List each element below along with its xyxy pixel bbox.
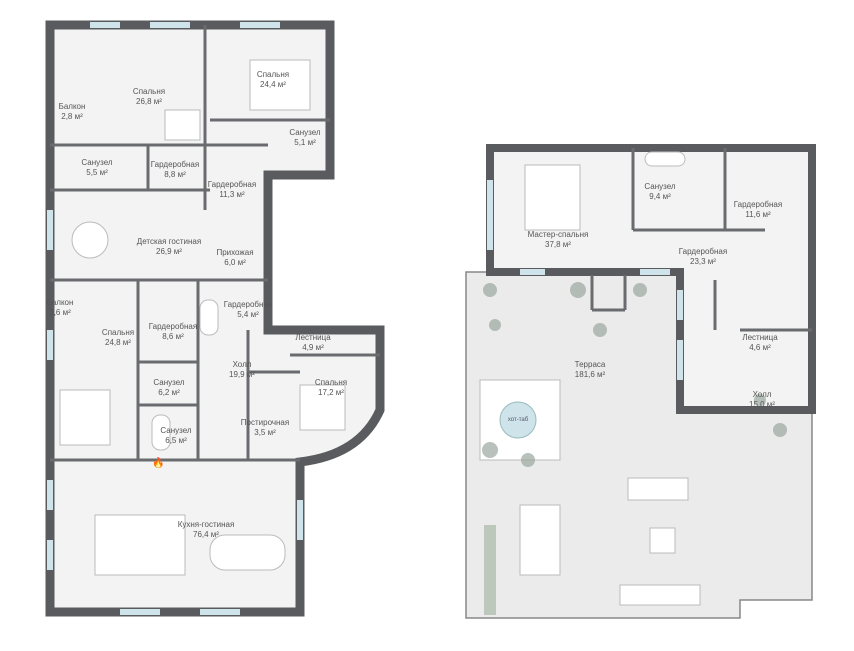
lower-furniture: [59, 59, 346, 576]
fireplace-icon: 🔥: [152, 456, 164, 469]
upper-floor-plan: [465, 144, 816, 619]
lower-windows: [47, 22, 303, 615]
lower-floor-plan: 🔥: [45, 20, 385, 617]
upper-windows: [487, 180, 683, 380]
terrace-plants: [482, 282, 787, 467]
planter: [484, 525, 496, 615]
hot-tub: [499, 401, 537, 439]
hot-tub-label: хот-таб: [507, 417, 529, 423]
lower-floor-outer-walls: [45, 20, 385, 617]
upper-floor-walls: [486, 144, 816, 414]
upper-interior-walls: [590, 148, 812, 332]
lower-interior-walls: [50, 25, 380, 462]
upper-furniture: [479, 151, 701, 606]
